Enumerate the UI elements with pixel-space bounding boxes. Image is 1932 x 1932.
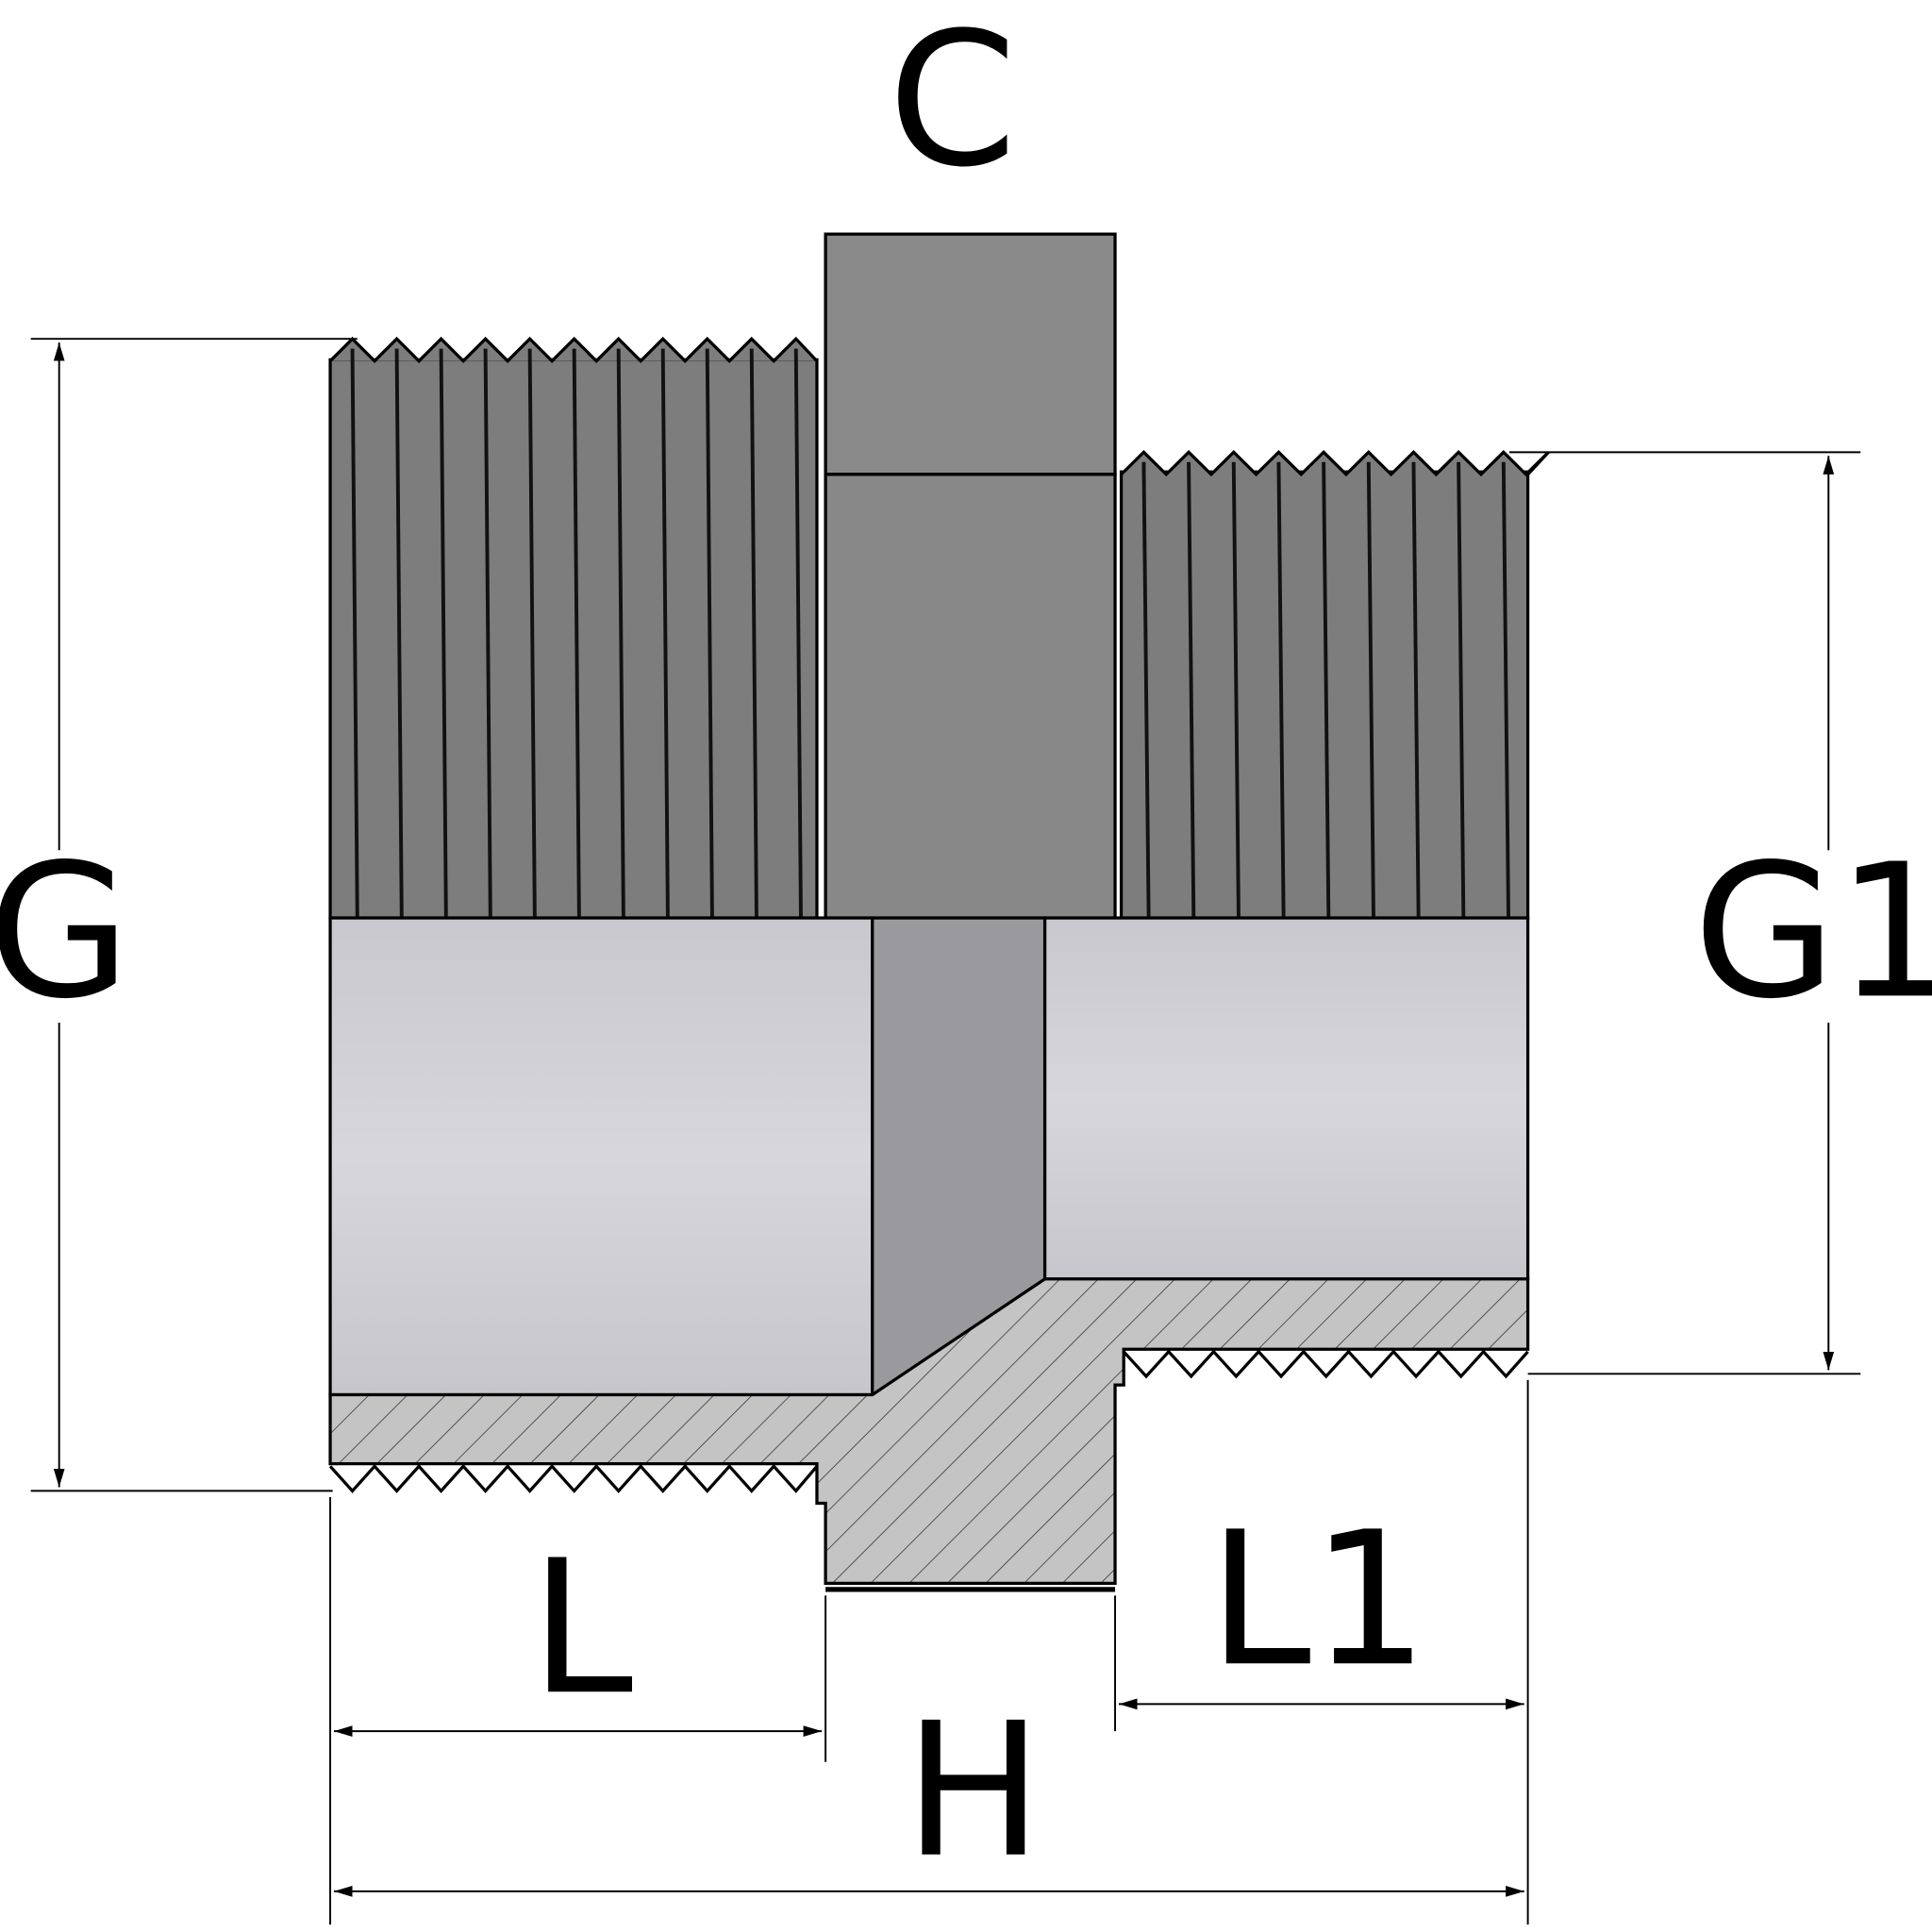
thread-ridge-line: [1231, 461, 1241, 919]
thread-ridge-line: [660, 348, 670, 919]
thread-tooth-profile: [328, 1463, 819, 1493]
thread-tooth-profile: [1122, 1349, 1529, 1379]
thread-ridge-line: [1501, 461, 1510, 919]
thread-ridge-line: [1457, 461, 1466, 919]
thread-ridge-line: [1141, 461, 1151, 919]
thread-ridge-line: [394, 348, 404, 919]
thread-ridge-line: [1276, 461, 1286, 919]
hex-collar-mid: [824, 473, 1117, 920]
thread-ridge-line: [1366, 461, 1375, 919]
label-l: L: [530, 1521, 633, 1736]
thread-ridge-line: [705, 348, 714, 919]
thread-ridge-line: [572, 348, 581, 919]
label-l1: L1: [1208, 1492, 1429, 1707]
label-c: C: [888, 0, 1017, 208]
thread-minor-teeth-section: [1122, 1349, 1529, 1379]
thread-major-ridges: [328, 336, 819, 919]
bore-right: [1042, 916, 1530, 1281]
label-g1: G1: [1693, 824, 1932, 1040]
label-g: G: [0, 824, 131, 1040]
thread-ridge-line: [616, 348, 625, 919]
thread-minor-ridges: [1120, 450, 1550, 919]
thread-ridge-line: [1322, 461, 1331, 919]
hex-collar-top: [824, 232, 1117, 476]
section-cut: [328, 1277, 1530, 1585]
thread-crest-profile: [1120, 450, 1550, 477]
label-h: H: [904, 1684, 1042, 1899]
thread-ridge-line: [527, 348, 537, 919]
thread-ridge-line: [439, 348, 448, 919]
thread-ridge-line: [483, 348, 492, 919]
bore-left: [328, 916, 874, 1397]
thread-ridge-line: [1411, 461, 1421, 919]
thread-ridge-line: [1187, 461, 1196, 919]
thread-ridge-line: [749, 348, 758, 919]
thread-major-teeth-section: [328, 1463, 819, 1493]
thread-ridge-line: [350, 348, 359, 919]
thread-ridge-line: [793, 348, 803, 919]
dimension-lines: [30, 338, 1861, 1925]
